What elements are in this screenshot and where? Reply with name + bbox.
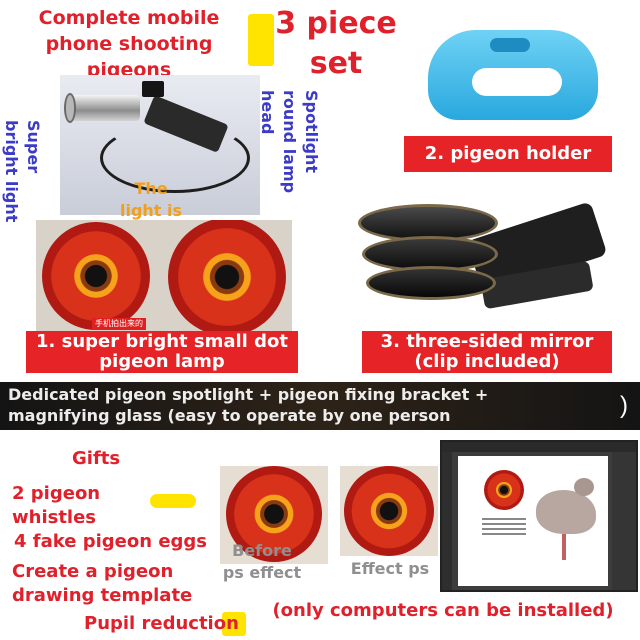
eye-photo-caption: 手机拍出来的 xyxy=(92,318,146,330)
yellow-highlight-top xyxy=(248,14,274,66)
lamp-head-icon xyxy=(70,95,140,121)
ps-note: (only computers can be installed) xyxy=(272,600,614,621)
software-side-panel xyxy=(612,452,636,590)
set-label: 3 piece set xyxy=(275,6,397,81)
canvas-eye-icon xyxy=(484,470,524,510)
pigeon-eye-left xyxy=(42,222,150,330)
lamp-plug-icon xyxy=(142,81,164,97)
holder-hole-icon xyxy=(472,68,562,96)
product-label-1: 1. super bright small dot pigeon lamp xyxy=(26,331,298,373)
pigeon-eye-before xyxy=(226,466,322,562)
holder-slot-icon xyxy=(490,38,530,52)
mirror-lens-3-icon xyxy=(366,266,496,300)
yellow-highlight-bottom xyxy=(222,612,246,636)
product-label-2: 2. pigeon holder xyxy=(404,136,612,172)
pigeon-eye-right xyxy=(168,220,286,332)
software-toolbar xyxy=(442,452,452,590)
gift-item-3: Create a pigeon drawing template xyxy=(12,561,193,606)
canvas-pigeon-legs-icon xyxy=(562,534,566,560)
after-ps-label: Effect ps xyxy=(350,559,430,578)
banner-trailing: ) xyxy=(620,392,628,419)
spotlight-photo xyxy=(60,75,260,215)
product-label-3: 3. three-sided mirror (clip included) xyxy=(362,331,612,373)
canvas-pigeon-head-icon xyxy=(574,478,594,496)
canvas-text-lines-icon xyxy=(482,518,526,538)
after-ps-photo xyxy=(340,466,438,556)
eye-photo: 手机拍出来的 xyxy=(36,220,292,332)
banner-text: Dedicated pigeon spotlight + pigeon fixi… xyxy=(8,385,489,425)
pigeon-eye-after xyxy=(344,466,434,556)
canvas-pigeon-icon xyxy=(536,490,596,534)
gifts-heading: Gifts xyxy=(72,448,121,469)
pigeon-holder-photo xyxy=(420,12,610,130)
yellow-highlight-gifts xyxy=(150,494,196,508)
spotlight-label-left: Super bright light xyxy=(2,120,43,223)
lamp-cable-icon xyxy=(100,123,250,193)
lamp-lens-icon xyxy=(64,93,76,123)
software-canvas xyxy=(458,456,608,586)
gift-item-2: 4 fake pigeon eggs xyxy=(14,531,208,552)
gift-item-1: 2 pigeon whistles xyxy=(12,483,101,528)
software-menubar xyxy=(442,442,636,452)
three-sided-mirror-photo xyxy=(352,190,612,330)
banner xyxy=(0,382,640,430)
spotlight-label-right: Spotlight round lamp head xyxy=(258,90,321,194)
page-title: Complete mobile phone shooting pigeons xyxy=(38,7,220,81)
gift-item-4: Pupil reduction xyxy=(84,613,239,634)
before-ps-photo xyxy=(220,466,328,564)
before-ps-label: Before ps effect xyxy=(222,541,302,582)
software-screenshot xyxy=(440,440,638,592)
